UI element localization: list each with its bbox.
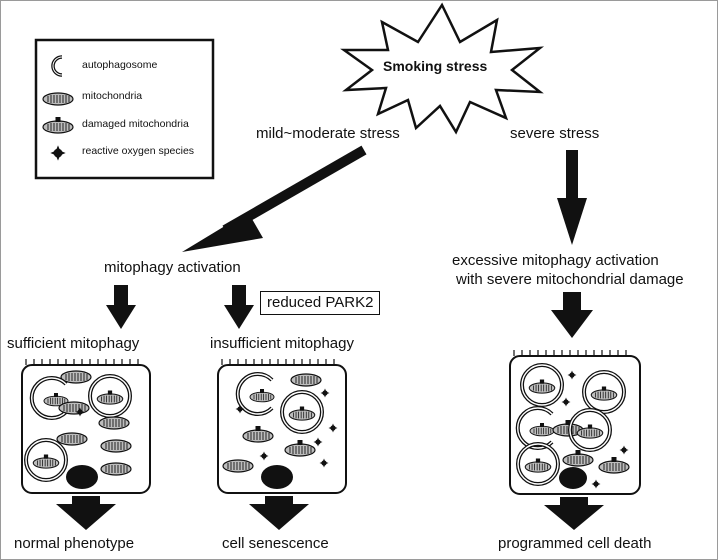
legend-autophagosome-label: autophagosome [82, 59, 158, 71]
severe-stress-label: severe stress [510, 125, 600, 142]
mild-stress-label: mild~moderate stress [256, 125, 400, 142]
outcome-senescence-label: cell senescence [222, 535, 329, 552]
smoking-stress-burst [340, 2, 545, 135]
arrow-outcome-normal [56, 496, 116, 530]
arrow-sufficient [106, 285, 136, 329]
diagonal-arrow [182, 145, 367, 252]
legend-ros-label: reactive oxygen species [82, 145, 195, 157]
arrow-outcome-death [544, 497, 604, 530]
severe-arrow [557, 150, 587, 245]
smoking-stress-label: Smoking stress [383, 58, 488, 74]
cell-death [509, 349, 641, 495]
mitophagy-activation-label: mitophagy activation [104, 259, 241, 276]
legend-mitochondria-label: mitochondria [82, 90, 143, 102]
autophagosome-icon [51, 55, 63, 77]
reduced-park2-box: reduced PARK2 [260, 291, 381, 315]
excessive-mitophagy-line2: with severe mitochondrial damage [456, 271, 684, 288]
excessive-mitophagy-line1: excessive mitophagy activation [452, 252, 659, 269]
legend-damaged-label: damaged mitochondria [82, 118, 189, 130]
sufficient-mitophagy-label: sufficient mitophagy [7, 335, 140, 352]
outcome-death-label: programmed cell death [498, 535, 652, 552]
legend-box [34, 38, 215, 180]
insufficient-mitophagy-label: insufficient mitophagy [210, 335, 354, 352]
cell-normal [21, 358, 151, 494]
outcome-normal-label: normal phenotype [14, 535, 135, 552]
arrow-excessive [551, 292, 593, 338]
arrow-outcome-senescence [249, 496, 309, 530]
cell-senescence [217, 358, 347, 494]
mitochondria-icon [42, 92, 74, 106]
arrow-insufficient [224, 285, 254, 329]
